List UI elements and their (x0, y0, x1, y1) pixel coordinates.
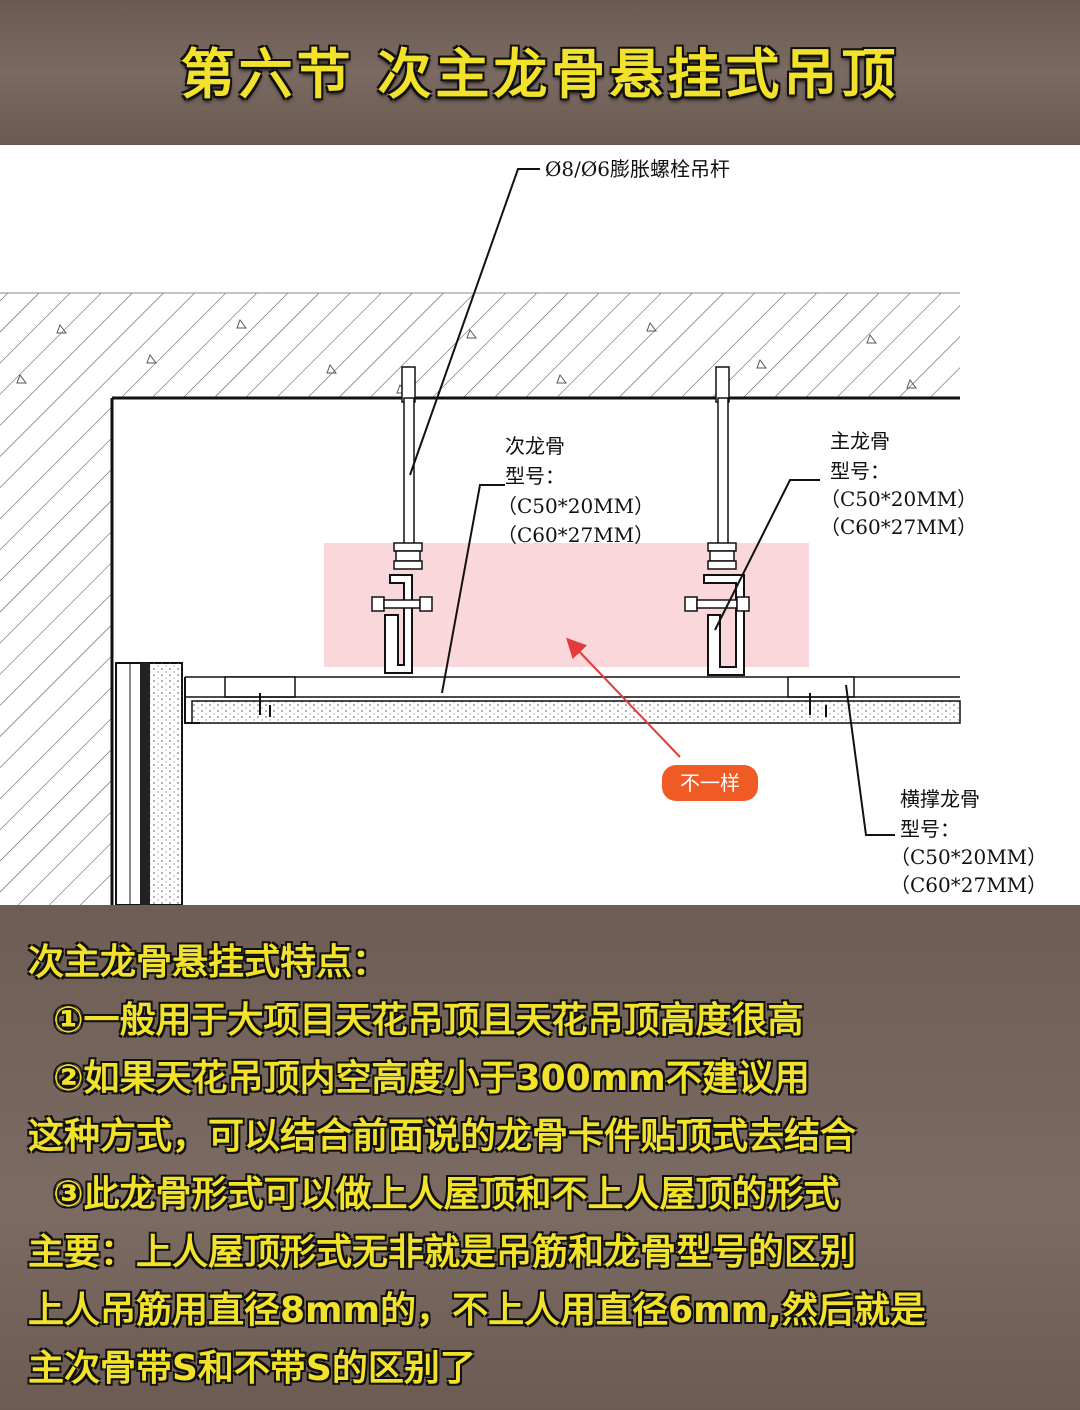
cross-name: 横撑龙骨 (900, 787, 980, 811)
features-heading: 次主龙骨悬挂式特点： (28, 942, 389, 983)
feature-line: ②如果天花吊顶内空高度小于300mm不建议用 (28, 1058, 810, 1099)
main-spec-2: （C60*27MM） (820, 515, 978, 539)
ceiling-boards (184, 676, 961, 724)
feature-line: 主次骨带S和不带S的区别了 (28, 1348, 476, 1389)
hanger-rod-left (371, 366, 433, 674)
difference-arrow (566, 637, 681, 758)
cross-model-label: 型号： (900, 817, 960, 841)
feature-line: ③此龙骨形式可以做上人屋顶和不上人屋顶的形式 (28, 1174, 840, 1215)
secondary-spec-1: （C50*20MM） (497, 494, 655, 518)
leader-lines (409, 168, 895, 836)
feature-line: 主要：上人屋顶形式无非就是吊筋和龙骨型号的区别 (28, 1232, 857, 1273)
title-bar: 第六节 次主龙骨悬挂式吊顶 (0, 0, 1080, 145)
main-name: 主龙骨 (830, 429, 890, 453)
feature-line: 上人吊筋用直径8mm的，不上人用直径6mm,然后就是 (28, 1290, 926, 1331)
features-panel: 次主龙骨悬挂式特点： ①一般用于大项目天花吊顶且天花吊顶高度很高 ②如果天花吊顶… (0, 905, 1080, 1410)
hanger-rod-right (684, 366, 750, 676)
page-title: 第六节 次主龙骨悬挂式吊顶 (180, 43, 900, 106)
concrete-slab (0, 292, 960, 400)
secondary-model-label: 型号： (505, 464, 565, 488)
diagram-panel: Ø8/Ø6膨胀螺栓吊杆 次龙骨 型号： （C50*20MM） （C60*27MM… (0, 145, 1080, 905)
difference-badge: 不一样 (662, 765, 758, 801)
left-wall (0, 398, 183, 905)
feature-line: ①一般用于大项目天花吊顶且天花吊顶高度很高 (28, 1000, 804, 1041)
cross-spec-2: （C60*27MM） (890, 873, 1048, 897)
main-model-label: 型号： (830, 459, 890, 483)
main-spec-1: （C50*20MM） (820, 487, 978, 511)
secondary-name: 次龙骨 (505, 434, 565, 458)
ceiling-section-drawing (0, 168, 961, 905)
secondary-spec-2: （C60*27MM） (497, 523, 655, 547)
cross-spec-1: （C50*20MM） (890, 845, 1048, 869)
feature-line: 这种方式，可以结合前面说的龙骨卡件贴顶式去结合 (28, 1116, 857, 1157)
rod-label: Ø8/Ø6膨胀螺栓吊杆 (545, 157, 730, 181)
